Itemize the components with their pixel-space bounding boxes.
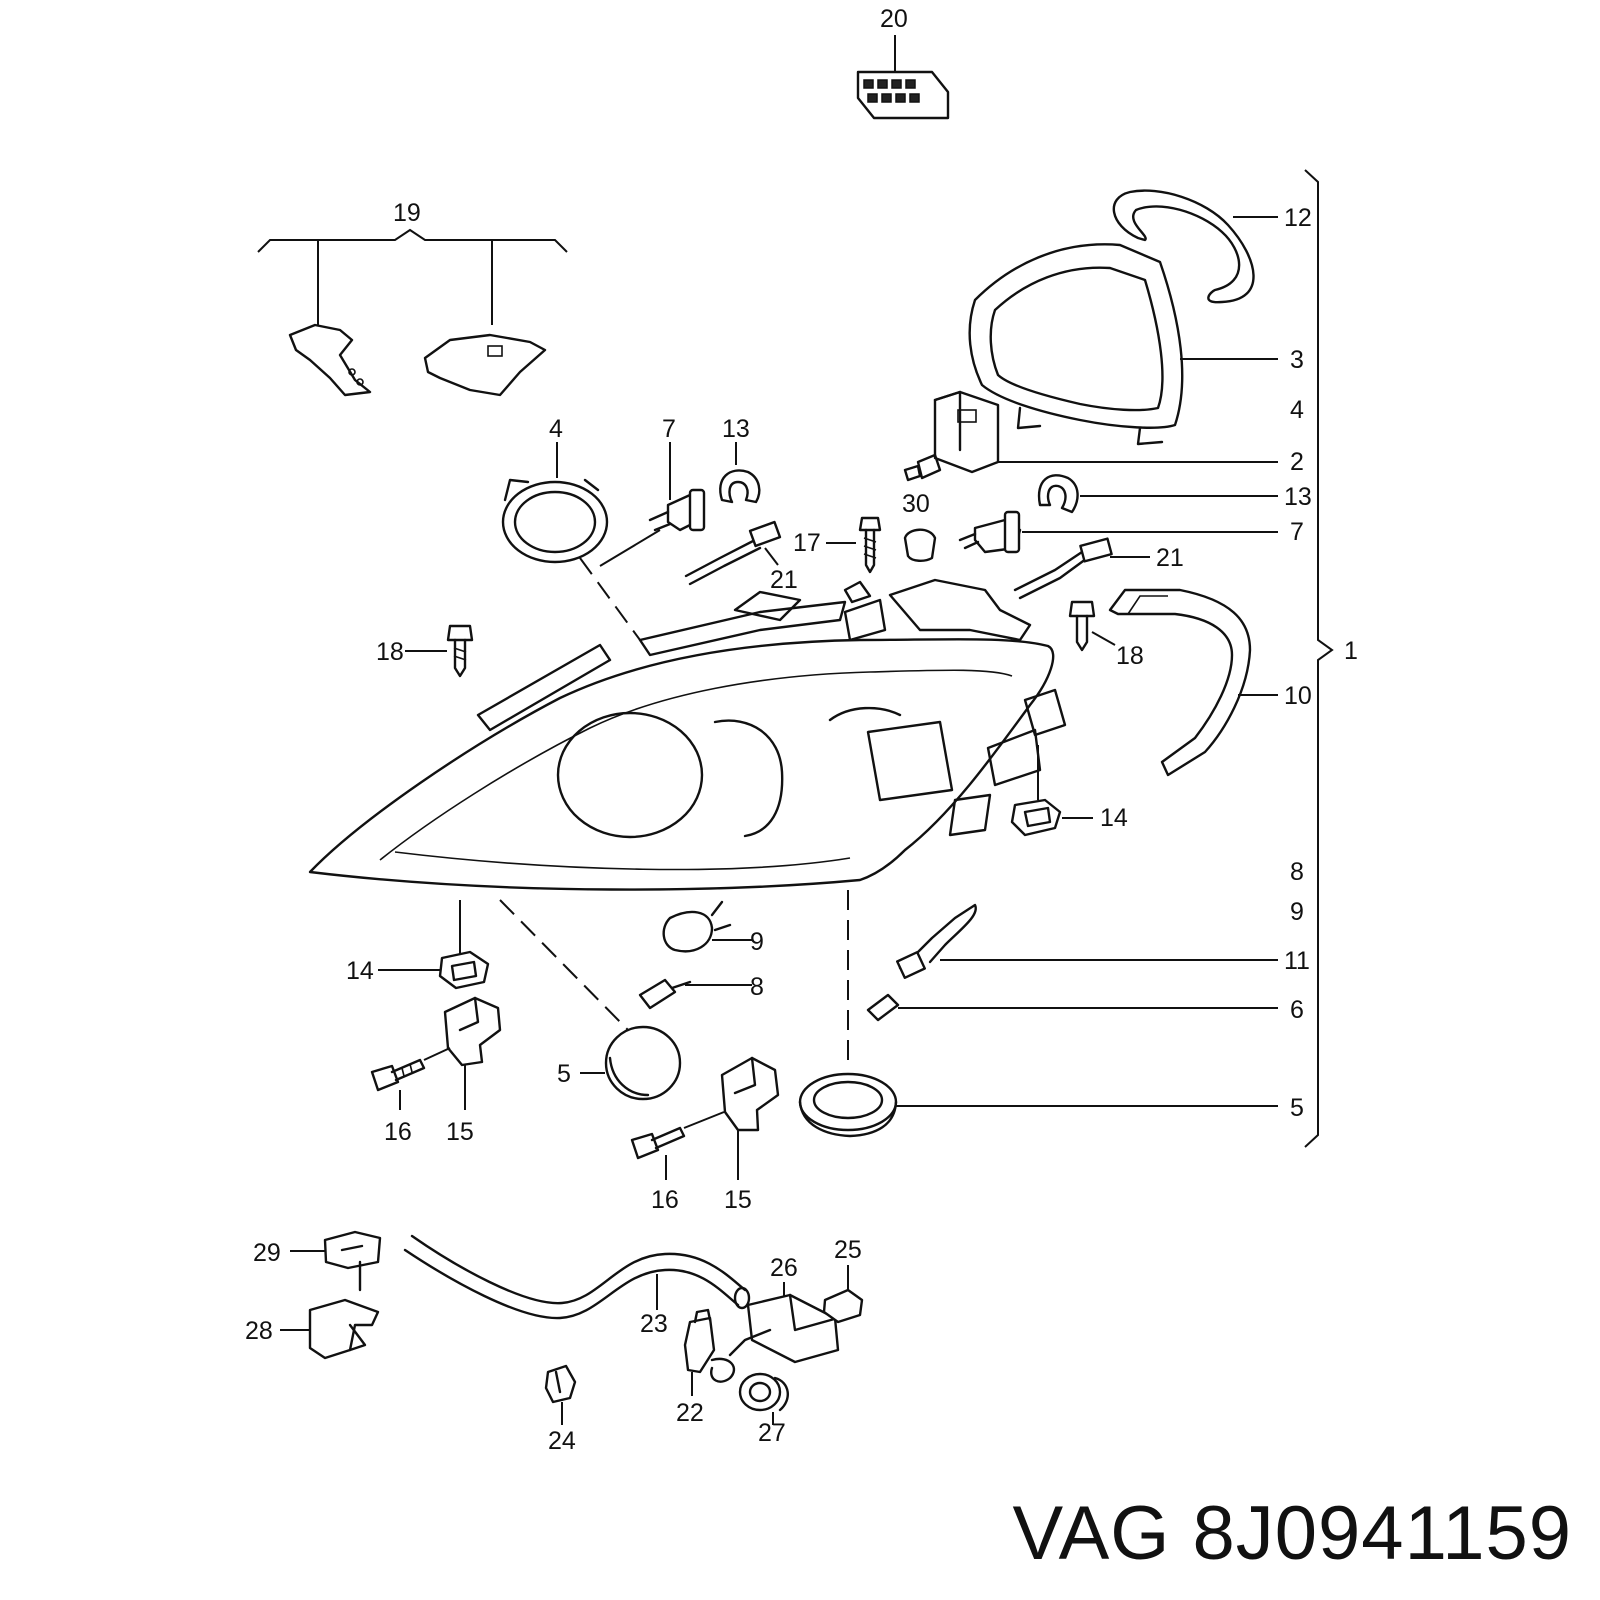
wiring-left <box>684 520 782 586</box>
bulb-left <box>648 442 706 532</box>
callout-4: 4 <box>549 415 563 443</box>
plug-cap <box>903 528 937 562</box>
callout-18-right: 18 <box>1116 642 1144 670</box>
callout-17: 17 <box>793 529 821 557</box>
bulb-right <box>958 510 1022 554</box>
bulb-retaining-clip-left <box>719 442 761 504</box>
callout-1: 1 <box>1344 637 1358 665</box>
callout-7-left: 7 <box>662 415 676 443</box>
screw-center <box>826 516 882 574</box>
cover-cap-right <box>798 890 1278 1138</box>
bolt-center <box>630 1111 725 1180</box>
trim-ring <box>501 442 609 564</box>
callout-14-left: 14 <box>346 957 374 985</box>
screw-left <box>405 624 474 678</box>
callout-6: 6 <box>1290 996 1304 1024</box>
callout-23: 23 <box>640 1310 668 1338</box>
callout-11: 11 <box>1284 947 1310 975</box>
bulb-holder <box>662 900 752 953</box>
side-marker-bulb <box>866 993 1278 1022</box>
callout-labels: 20 19 12 3 4 4 7 13 2 13 30 7 17 21 21 1… <box>245 5 1358 1455</box>
callout-18-left: 18 <box>376 638 404 666</box>
callout-13-right: 13 <box>1284 483 1312 511</box>
cover-cap-left <box>499 899 682 1101</box>
callout-9: 9 <box>750 928 764 956</box>
callout-10: 10 <box>1284 682 1312 710</box>
callout-25: 25 <box>834 1236 862 1264</box>
leveling-motor <box>903 390 1000 482</box>
callout-26: 26 <box>770 1254 798 1282</box>
callout-30: 30 <box>902 490 930 518</box>
callout-3: 3 <box>1290 346 1304 374</box>
bulb-retaining-clip-right <box>1037 474 1079 514</box>
callout-4-right: 4 <box>1290 396 1304 424</box>
headlight-assembly <box>308 578 1067 891</box>
connector-26 <box>728 1282 840 1364</box>
callout-28: 28 <box>245 1317 273 1345</box>
sensor-22 <box>683 1308 736 1396</box>
callout-21-right: 21 <box>1156 544 1184 572</box>
callout-2: 2 <box>1290 448 1304 476</box>
callout-14-right: 14 <box>1100 804 1128 832</box>
callout-5-left: 5 <box>557 1060 571 1088</box>
wiring-right <box>1013 548 1092 600</box>
trim-strip <box>1108 588 1252 777</box>
callout-13-left: 13 <box>722 415 750 443</box>
bracket-set <box>257 228 568 397</box>
callout-27: 27 <box>758 1419 786 1447</box>
spring-clip <box>1112 189 1255 304</box>
callout-16-center: 16 <box>651 1186 679 1214</box>
bracket-28 <box>280 1298 380 1360</box>
mounting-bracket-left <box>443 996 502 1110</box>
clip-29 <box>290 1230 382 1292</box>
mounting-bracket-center <box>720 1056 780 1180</box>
callout-22: 22 <box>676 1399 704 1427</box>
callout-9-right: 9 <box>1290 898 1304 926</box>
callout-15-left: 15 <box>446 1118 474 1146</box>
callout-5-right: 5 <box>1290 1094 1304 1122</box>
clip-25 <box>822 1265 864 1324</box>
adjuster-right <box>1010 745 1093 837</box>
grommet-27 <box>738 1372 789 1425</box>
sensor-wire <box>896 903 1278 980</box>
adjuster-left <box>378 900 490 990</box>
vent-hose <box>403 1234 751 1320</box>
callout-21-left: 21 <box>770 566 798 594</box>
callout-19: 19 <box>393 199 421 227</box>
callout-20: 20 <box>880 5 908 33</box>
part-number-text: 8J0941159 <box>1192 1491 1572 1576</box>
assembly-brace <box>1304 169 1334 1148</box>
callout-8: 8 <box>750 973 764 1001</box>
screw-right <box>1068 600 1116 652</box>
brand-text: VAG <box>1012 1491 1171 1576</box>
callout-8-right: 8 <box>1290 858 1304 886</box>
housing-gasket <box>968 243 1184 446</box>
callout-16-left: 16 <box>384 1118 412 1146</box>
callout-12: 12 <box>1284 204 1312 232</box>
small-bulb <box>638 978 752 1010</box>
callout-7-right: 7 <box>1290 518 1304 546</box>
connector-part <box>856 35 950 120</box>
callout-29: 29 <box>253 1239 281 1267</box>
callout-24: 24 <box>548 1427 576 1455</box>
clip-24 <box>544 1364 577 1425</box>
part-number-caption: VAG 8J0941159 <box>1013 1490 1572 1577</box>
bolt-left <box>370 1047 451 1110</box>
callout-15-center: 15 <box>724 1186 752 1214</box>
